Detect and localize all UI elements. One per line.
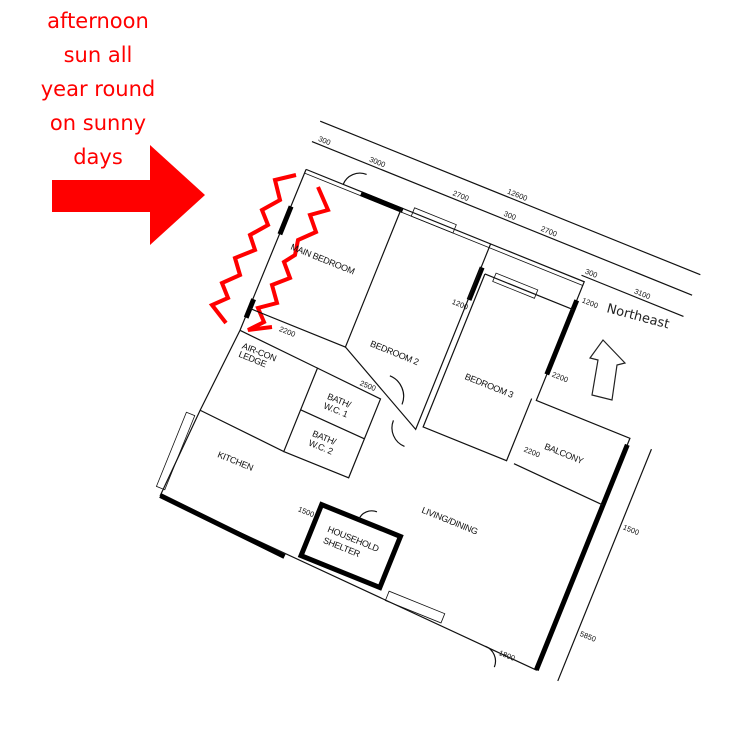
window bbox=[492, 272, 539, 299]
compass-label: Northeast bbox=[605, 301, 671, 332]
arrow-up-icon bbox=[588, 339, 627, 401]
sun-annotation: afternoon sun all year round on sunny da… bbox=[18, 4, 178, 174]
dimension-label: 2200 bbox=[551, 370, 570, 385]
annotation-line: year round bbox=[40, 77, 156, 101]
outer-wall bbox=[159, 168, 631, 671]
dimension-label: 1200 bbox=[581, 296, 600, 311]
dimension-label: 300 bbox=[502, 209, 517, 222]
balcony-wall bbox=[513, 463, 604, 506]
dimension-label: 1200 bbox=[451, 297, 470, 312]
door-swing bbox=[358, 510, 378, 520]
annotation-line: sun all bbox=[63, 43, 133, 67]
door-swing bbox=[391, 420, 405, 447]
zigzag-inner bbox=[247, 186, 331, 332]
annotation-line: on sunny bbox=[49, 111, 147, 135]
window bbox=[410, 207, 457, 234]
window bbox=[155, 411, 196, 491]
dimension-label: 1500 bbox=[622, 523, 641, 538]
annotation-line: days bbox=[73, 145, 123, 169]
window bbox=[384, 590, 446, 624]
dimension-label: 1500 bbox=[297, 505, 316, 520]
zigzag-outer bbox=[208, 173, 297, 325]
door-swing bbox=[342, 172, 367, 185]
dimension-label: 2700 bbox=[539, 224, 558, 239]
dimension-label: 1800 bbox=[498, 648, 517, 663]
sun-arrow-icon bbox=[52, 145, 205, 245]
dimension-label: 2200 bbox=[523, 445, 542, 460]
room-label: KITCHEN bbox=[216, 449, 254, 472]
door-swing bbox=[485, 645, 497, 668]
dimension-line bbox=[581, 274, 684, 318]
room-label: BALCONY bbox=[543, 441, 585, 466]
dimension-label: 5850 bbox=[579, 629, 598, 644]
room-label: BEDROOM 2 bbox=[369, 339, 421, 368]
room-label: LIVING/DINING bbox=[420, 505, 479, 537]
dimension-label: 3100 bbox=[633, 287, 652, 302]
door-swing bbox=[389, 375, 405, 405]
dimension-line bbox=[557, 448, 653, 682]
dimension-line bbox=[319, 120, 701, 276]
dimension-label: 3000 bbox=[368, 155, 387, 170]
dimension-label: 300 bbox=[317, 134, 332, 147]
dimension-label: 300 bbox=[584, 267, 599, 280]
annotation-line: afternoon bbox=[47, 9, 149, 33]
bedroom2-wall bbox=[344, 243, 492, 431]
household-shelter-wall bbox=[297, 501, 404, 591]
room-label: BEDROOM 3 bbox=[463, 371, 515, 400]
dimension-label: 2700 bbox=[451, 188, 470, 203]
bedroom3-wall bbox=[422, 273, 533, 462]
room-label: MAIN BEDROOM bbox=[289, 242, 356, 277]
dimension-line bbox=[311, 140, 693, 296]
